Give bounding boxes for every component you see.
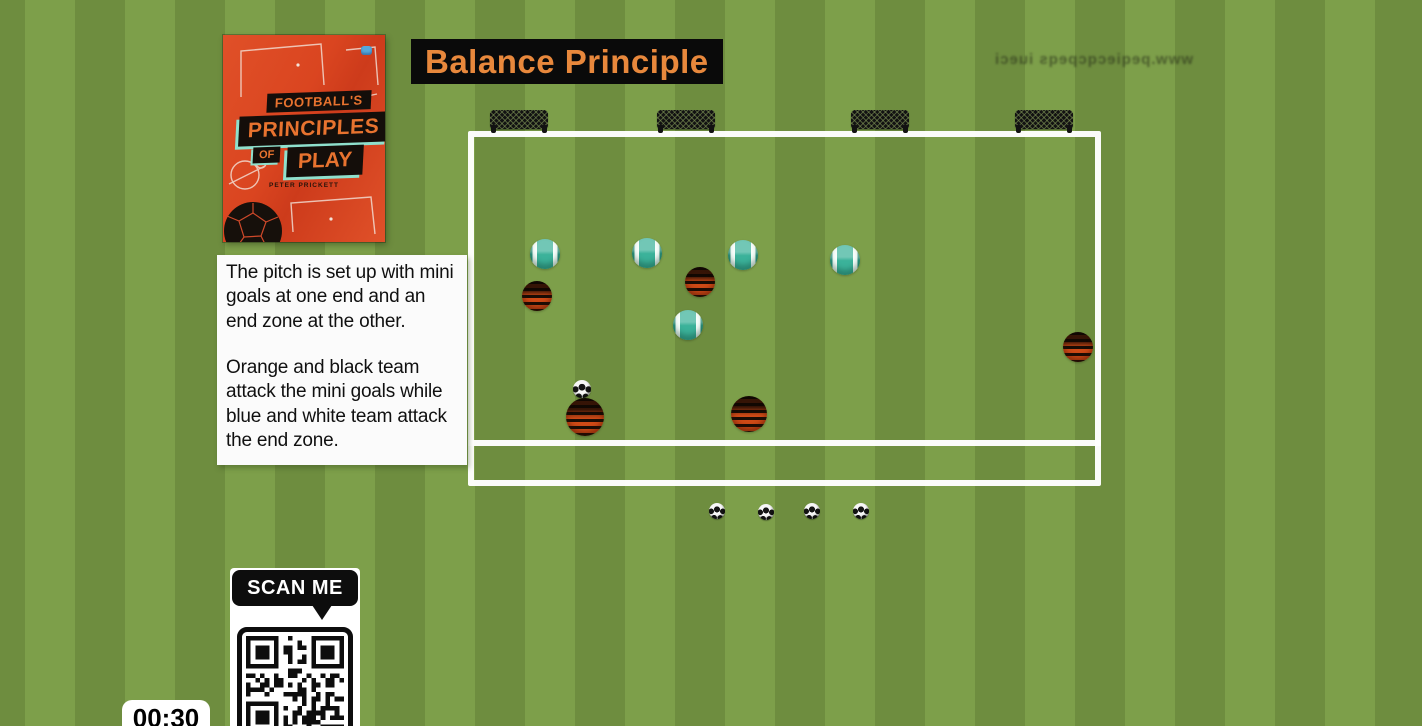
player-blue-white[interactable] [830,245,860,275]
mini-goal-icon[interactable] [851,110,909,133]
end-zone-line [468,440,1101,446]
player-blue-white[interactable] [728,240,758,270]
book-cover-line-art [224,43,379,242]
mini-goal-icon[interactable] [657,110,715,133]
player-blue-white[interactable] [632,238,662,268]
cover-top-label: FOOTBALL'S [266,90,372,113]
cover-author: PETER PRICKETT [269,182,339,189]
player-orange-black[interactable] [685,267,715,297]
soccer-ball-icon[interactable] [804,503,820,519]
soccer-ball-icon[interactable] [853,503,869,519]
instruction-note: The pitch is set up with mini goals at o… [217,255,467,466]
publisher-logo-icon [361,46,372,55]
player-orange-black[interactable] [522,281,552,311]
book-cover: FOOTBALL'S PRINCIPLES OF PLAY PETER PRIC… [223,35,385,242]
cover-play-label: PLAY [286,144,364,178]
soccer-ball-icon[interactable] [709,503,725,519]
player-blue-white[interactable] [673,310,703,340]
mini-goal-icon[interactable] [1015,110,1073,133]
mini-goal-icon[interactable] [490,110,548,133]
watermark: www.peqiecqcpeqs iueci [994,51,1193,68]
soccer-ball-icon[interactable] [758,504,774,520]
player-orange-black[interactable] [1063,332,1093,362]
cover-of-label: OF [252,146,281,164]
instruction-paragraph-1: The pitch is set up with mini goals at o… [226,262,454,332]
soccer-ball-icon[interactable] [573,380,591,398]
qr-card: SCAN ME [230,568,360,726]
timer-badge: 00:30 [122,700,210,726]
scan-me-label: SCAN ME [232,570,358,606]
instruction-paragraph-2: Orange and black team attack the mini go… [226,356,447,451]
cover-ball-icon [224,202,282,242]
cover-main-label: PRINCIPLES [238,111,385,147]
player-orange-black[interactable] [566,398,604,436]
player-blue-white[interactable] [530,239,560,269]
qr-code [237,627,353,726]
page-title: Balance Principle [411,39,723,84]
player-orange-black[interactable] [731,396,767,432]
pitch-outline [468,131,1101,486]
speech-bubble-tip [312,605,332,620]
